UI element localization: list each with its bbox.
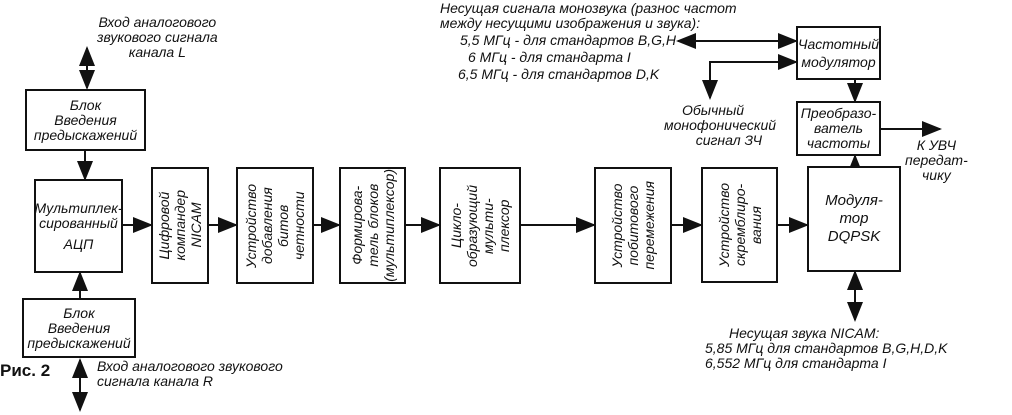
block-label: тор bbox=[839, 210, 869, 227]
label-line: Обычный bbox=[681, 102, 745, 118]
block-label: частоты bbox=[806, 135, 871, 151]
block-label: Цикло- bbox=[448, 203, 464, 248]
label-line: 5,85 МГц для стандартов B,G,H,D,K bbox=[705, 340, 948, 356]
figure-label: Рис. 2 bbox=[0, 361, 51, 380]
block-label: предыскажений bbox=[27, 334, 131, 351]
nicam-carrier-label: Несущая звука NICAM:5,85 МГц для стандар… bbox=[705, 326, 947, 371]
label-line: Несущая сигнала монозвука (разнос частот bbox=[440, 0, 737, 16]
block-label: Устройство bbox=[715, 183, 732, 267]
arrow-mono-signal bbox=[702, 54, 798, 100]
fm-modulator-block: Частотный модулятор bbox=[796, 26, 881, 80]
label-line: Несущая звука NICAM: bbox=[729, 325, 880, 341]
block-label: NICAM bbox=[188, 202, 204, 249]
block-label: DQPSK bbox=[827, 228, 881, 245]
block-label: АЦП bbox=[63, 235, 94, 252]
block-label: модулятор bbox=[801, 54, 876, 70]
block-label: битов bbox=[275, 204, 291, 247]
block-label: вания bbox=[747, 206, 764, 244]
label-line: сигнал ЗЧ bbox=[695, 132, 763, 148]
label-line: чику bbox=[922, 167, 951, 183]
block-label: компандер bbox=[172, 190, 188, 261]
block-label: мульти- bbox=[480, 197, 496, 254]
block-label: Цифровой bbox=[156, 191, 172, 260]
block-label: Блок bbox=[69, 96, 102, 113]
block-label: Устройство bbox=[243, 183, 259, 268]
label-line: между несущими изображения и звука): bbox=[440, 15, 701, 31]
block-label: плексор bbox=[496, 199, 512, 252]
block-label: Введения bbox=[47, 319, 111, 336]
label-line: К УВЧ bbox=[916, 137, 957, 153]
mono-carrier-label: Несущая сигнала монозвука (разнос частот… bbox=[440, 1, 737, 82]
label-line: Вход аналогового звукового bbox=[97, 358, 283, 374]
block-label: Частотный bbox=[798, 36, 879, 52]
block-label: Мультиплек- bbox=[34, 199, 123, 216]
block-label: скремблиро- bbox=[731, 183, 748, 267]
block-label: (мультиплексор) bbox=[380, 169, 397, 282]
label-line: монофонический bbox=[664, 117, 777, 133]
label-line: 6,552 МГц для стандарта I bbox=[705, 355, 887, 371]
label-line: 6,5 МГц - для стандартов D,K bbox=[458, 66, 660, 82]
label-line: 5,5 МГц - для стандартов B,G,H bbox=[460, 32, 676, 48]
block-label: Введения bbox=[54, 111, 117, 128]
label-line: канала L bbox=[128, 44, 186, 60]
block-label: добавления bbox=[259, 187, 275, 264]
label-line: сигнала канала R bbox=[97, 373, 214, 389]
block-label: четности bbox=[291, 191, 307, 260]
block-label: Устройство bbox=[609, 183, 625, 268]
block-label: Модуля- bbox=[825, 192, 883, 209]
block-label: Формирова- bbox=[348, 186, 365, 265]
block-label: побитового bbox=[625, 185, 641, 266]
block-label: образующий bbox=[464, 184, 480, 267]
framer-block: Формирова-тель блоков(мультиплексор) bbox=[339, 167, 406, 284]
block-label: Блок bbox=[63, 304, 95, 321]
block-label: сированный bbox=[39, 214, 118, 231]
block-label: ватель bbox=[813, 120, 863, 136]
label-line: передат- bbox=[905, 152, 968, 168]
block-label: Преобразо- bbox=[800, 105, 877, 121]
label-line: 6 МГц - для стандарта I bbox=[468, 49, 631, 65]
label-line: Вход аналогового bbox=[98, 14, 217, 30]
block-label: предыскажений bbox=[33, 126, 138, 143]
block-label: тель блоков bbox=[364, 183, 381, 268]
block-label: перемежения bbox=[641, 181, 657, 270]
label-line: звукового сигнала bbox=[97, 29, 218, 45]
